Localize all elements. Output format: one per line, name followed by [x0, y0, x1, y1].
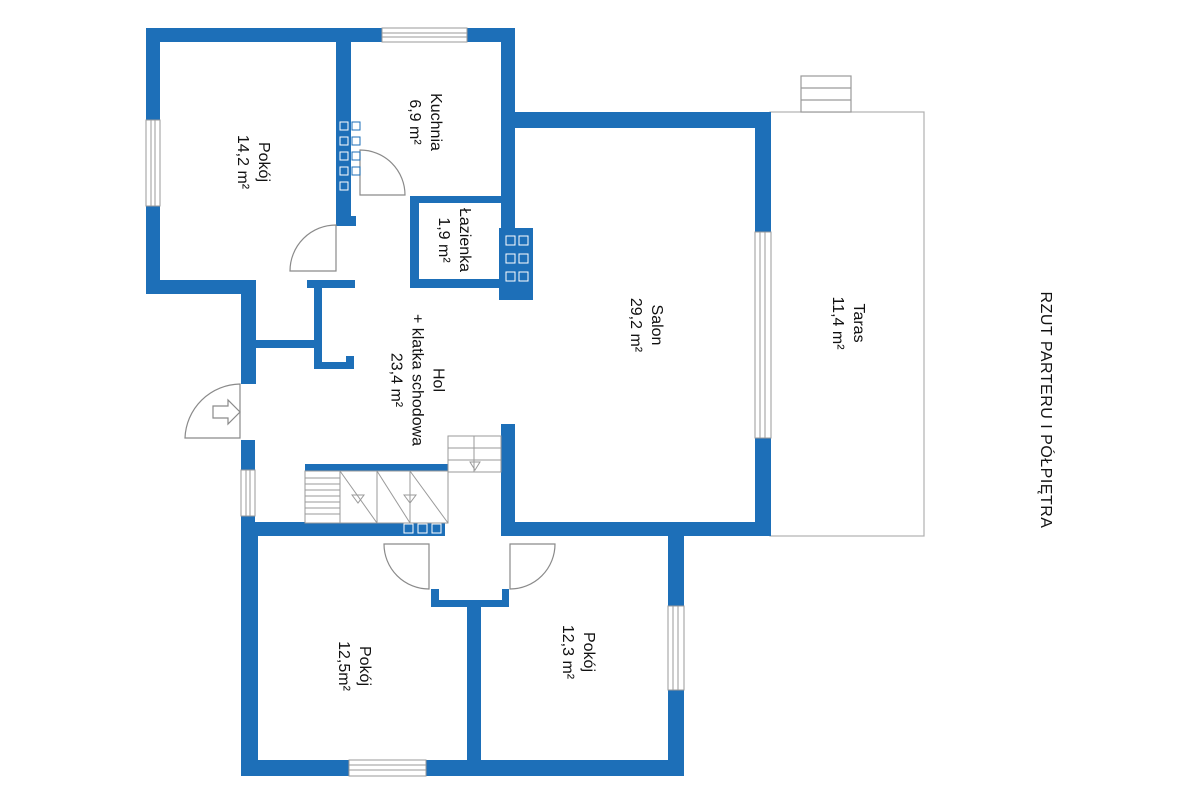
- room-label-pokoj-sw: Pokój 12,5m²: [333, 641, 375, 691]
- window-hall-left: [240, 469, 256, 517]
- window-se-room: [667, 605, 685, 691]
- walls: [146, 28, 771, 776]
- terrace: [769, 75, 925, 537]
- room-name: Pokój: [255, 141, 272, 183]
- stair-arrow-icon: [351, 494, 365, 504]
- room-area: 6,9 m²: [406, 99, 423, 145]
- windows: [145, 27, 772, 777]
- staircase: [304, 435, 502, 524]
- room-label-salon: Salon 29,2 m²: [625, 298, 667, 352]
- room-name: Salon: [648, 304, 665, 346]
- room-area: 1,9 m²: [435, 217, 452, 263]
- door-se-room: [509, 543, 556, 590]
- room-name: Taras: [850, 303, 867, 343]
- door-kitchen: [359, 149, 406, 196]
- room-name: Łazienka: [456, 207, 473, 273]
- room-name: Kuchnia: [427, 93, 444, 151]
- room-area: 12,5m²: [335, 641, 352, 691]
- ventilation-ducts: [339, 121, 529, 534]
- room-label-hol: Hol + klatka schodowa 23,4 m²: [386, 314, 449, 446]
- door-nw-room: [289, 224, 337, 272]
- room-label-taras: Taras 11,4 m²: [827, 296, 869, 349]
- room-area: 29,2 m²: [627, 297, 644, 353]
- window-salon-terrace: [754, 231, 772, 439]
- room-area: 23,4 m²: [387, 352, 405, 408]
- room-area: 14,2 m²: [234, 134, 251, 190]
- room-area: 12,3 m²: [559, 624, 576, 680]
- doors: [184, 149, 556, 590]
- room-label-pokoj-se: Pokój 12,3 m²: [557, 625, 599, 679]
- room-name: Hol: [429, 367, 447, 393]
- room-label-pokoj-nw: Pokój 14,2 m²: [232, 135, 274, 189]
- terrace-steps: [800, 75, 852, 113]
- window-nw-room: [145, 119, 161, 207]
- room-area: 11,4 m²: [829, 296, 846, 350]
- room-label-kuchnia: Kuchnia 6,9 m²: [404, 93, 446, 151]
- plan-title: RZUT PARTERU I PÓŁPIĘTRA: [1037, 291, 1054, 529]
- door-sw-room: [383, 543, 430, 590]
- window-sw-room: [348, 759, 427, 777]
- room-label-lazienka: Łazienka 1,9 m²: [433, 208, 475, 272]
- room-name: Pokój: [580, 631, 597, 673]
- stair-arrow-icon: [469, 461, 481, 471]
- room-name: Pokój: [356, 645, 373, 687]
- window-kitchen-top: [381, 27, 468, 43]
- stair-arrow-icon: [403, 494, 417, 504]
- room-subtitle: + klatka schodowa: [408, 313, 426, 447]
- entrance-arrow-icon: [212, 398, 241, 426]
